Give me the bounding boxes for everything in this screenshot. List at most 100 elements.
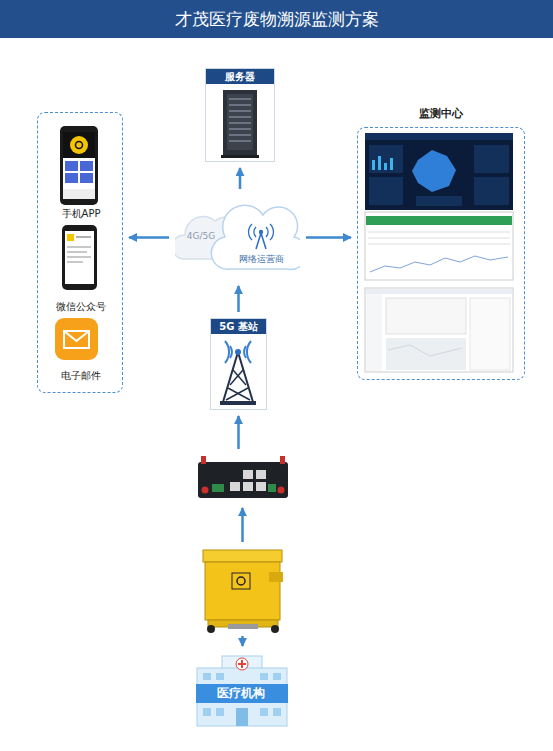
dashboard-bar [390, 158, 393, 170]
dashboard-bar [384, 163, 387, 170]
hospital-window [203, 708, 211, 716]
dashboard-panel [474, 145, 509, 173]
signal-wave [266, 227, 268, 237]
router-connector [278, 487, 285, 494]
router-body [198, 462, 288, 498]
tower-brace [226, 388, 248, 400]
antenna-top [259, 230, 263, 234]
server-slot [229, 128, 251, 130]
biohazard-symbol [76, 142, 83, 149]
ethernet-port [256, 470, 266, 479]
node-label: 微信公众号 [43, 300, 119, 314]
server-slot [229, 116, 251, 118]
dashboard-map [412, 150, 456, 192]
signal-wave [225, 341, 229, 363]
table-row [368, 238, 510, 239]
router-connector [202, 487, 209, 494]
dashboard-screen [365, 133, 513, 210]
hospital-cross-badge [236, 658, 248, 670]
terminal-block [268, 484, 276, 492]
table-row [368, 244, 510, 245]
front-cloud [211, 205, 300, 269]
app-header [63, 132, 95, 158]
router-antenna [201, 456, 206, 464]
hospital-window [216, 708, 224, 716]
node-sublabel: 网络运营商 [229, 253, 293, 266]
signal-wave [244, 346, 246, 358]
tower-top [235, 349, 241, 355]
network-cloud: 4G/5G 网络运营商 [175, 195, 300, 280]
text-line [67, 256, 91, 258]
server-panel [227, 94, 253, 150]
biohazard-icon [70, 136, 88, 154]
biohazard-symbol [237, 577, 245, 585]
hospital-window [260, 673, 268, 680]
signal-wave [270, 224, 273, 240]
router-device [195, 455, 290, 502]
dashboard-panel [416, 196, 462, 206]
antenna-leg [261, 233, 266, 249]
app-tile [65, 161, 78, 171]
flow-arrow [241, 636, 244, 646]
node-label: 4G/5G [179, 231, 223, 241]
tower-base [220, 401, 256, 405]
phone-body [60, 126, 98, 205]
account-avatar [67, 234, 74, 241]
node-label: 医疗机构 [192, 684, 290, 703]
node-label: 电子邮件 [43, 369, 119, 383]
server-slot [229, 110, 251, 112]
text-line [67, 251, 87, 253]
hospital-window [273, 673, 281, 680]
node-label: 监测中心 [358, 106, 524, 121]
app-tabbar [63, 189, 95, 199]
hospital-window [203, 673, 211, 680]
server-rack [223, 90, 257, 156]
app-tile [80, 173, 93, 183]
phone-body [62, 225, 97, 290]
dashboard-panel [369, 145, 403, 173]
text-line [67, 261, 83, 263]
node-label: 5G 基站 [211, 319, 266, 334]
flow-arrow [241, 508, 244, 542]
flow-arrow [129, 236, 169, 239]
server-slot [229, 98, 251, 100]
bin-wheel [207, 625, 215, 633]
flow-arrow [237, 286, 240, 312]
text-line [67, 246, 91, 248]
base-station-box: 5G 基站 [210, 318, 267, 410]
flow-arrow [306, 236, 351, 239]
dashboard-panel [369, 177, 403, 205]
bin-handle [269, 572, 283, 582]
server-slot [229, 140, 251, 142]
app-tile [80, 161, 93, 171]
wechat-item: 微信公众号 [43, 224, 119, 316]
map-road [388, 345, 462, 356]
map-screen-map [386, 338, 466, 370]
mail-item: 电子邮件 [43, 317, 119, 385]
antenna-leg [256, 233, 261, 249]
map-screen-menu [366, 294, 382, 371]
hospital-window [273, 708, 281, 716]
node-label: 手机APP [43, 207, 119, 221]
biohazard-sticker [232, 573, 250, 589]
table-row [368, 232, 510, 233]
server-slot [229, 134, 251, 136]
flow-arrow [237, 416, 240, 449]
node-label: 服务器 [206, 69, 274, 84]
server-base [221, 155, 259, 158]
phone-screen [63, 132, 95, 199]
dashboard-bar [372, 160, 375, 170]
tower-brace [228, 388, 250, 400]
signal-wave [230, 346, 232, 358]
tower-brace [233, 370, 246, 385]
map-screen-detail [470, 298, 510, 370]
ethernet-port [230, 482, 240, 491]
dashboard-panel [474, 177, 509, 205]
map-screen-bar [366, 289, 512, 294]
hospital: 医疗机构 [192, 652, 290, 728]
envelope [64, 331, 89, 348]
phone-screen [65, 231, 94, 284]
client-group: 手机APP 微信公众号电子邮件 [37, 112, 123, 393]
terminal-block [212, 484, 224, 492]
table-screen [365, 212, 513, 280]
